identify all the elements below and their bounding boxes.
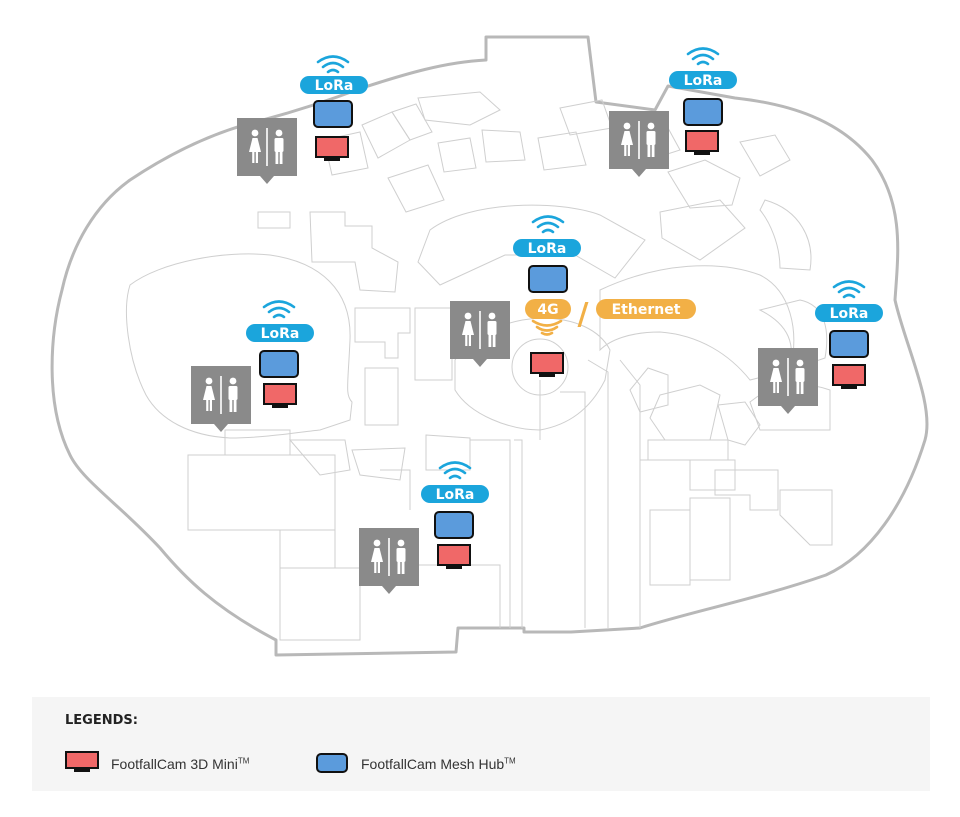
lora-label: LoRa bbox=[436, 487, 475, 503]
device-cluster-6: LoRa bbox=[358, 461, 489, 595]
wifi-icon bbox=[262, 300, 296, 319]
slash-separator: / bbox=[578, 297, 589, 332]
lora-label: LoRa bbox=[261, 326, 300, 342]
building-outline bbox=[50, 35, 929, 657]
lora-label: LoRa bbox=[528, 241, 567, 257]
wifi-icon bbox=[531, 215, 565, 234]
restroom-icon bbox=[757, 347, 819, 415]
mesh-hub-icon bbox=[316, 753, 348, 773]
restroom-icon bbox=[236, 117, 298, 185]
gateway-signal-icon bbox=[531, 319, 563, 336]
3d-mini-icon bbox=[263, 383, 297, 409]
mesh-hub-icon bbox=[434, 511, 474, 539]
3d-mini-icon bbox=[65, 751, 99, 772]
restroom-icon bbox=[358, 527, 420, 595]
3d-mini-icon bbox=[685, 130, 719, 156]
restroom-icon bbox=[608, 110, 670, 178]
device-cluster-1: LoRa bbox=[236, 55, 368, 185]
restroom-icon bbox=[449, 300, 511, 368]
4g-label: 4G bbox=[537, 302, 558, 318]
legend-item-3d-mini: FootfallCam 3D MiniTM bbox=[65, 751, 249, 777]
wifi-icon bbox=[316, 55, 350, 74]
restroom-icon bbox=[190, 365, 252, 433]
mesh-hub-icon bbox=[829, 330, 869, 358]
lora-label: LoRa bbox=[830, 306, 869, 322]
lora-label: LoRa bbox=[315, 78, 354, 94]
3d-mini-icon bbox=[530, 352, 564, 378]
wifi-icon bbox=[686, 47, 720, 66]
legend-label: FootfallCam 3D MiniTM bbox=[111, 756, 250, 772]
mesh-hub-icon bbox=[528, 265, 568, 293]
ethernet-label: Ethernet bbox=[612, 302, 681, 318]
3d-mini-icon bbox=[315, 136, 349, 162]
device-cluster-2: LoRa bbox=[608, 47, 737, 178]
mesh-hub-icon bbox=[259, 350, 299, 378]
legend-label: FootfallCam Mesh HubTM bbox=[361, 756, 516, 772]
legend-item-mesh-hub: FootfallCam Mesh HubTM bbox=[315, 751, 516, 777]
device-cluster-gateway: LoRa 4G / Ethernet bbox=[449, 215, 696, 378]
mesh-hub-icon bbox=[313, 100, 353, 128]
3d-mini-icon bbox=[832, 364, 866, 390]
legend: LEGENDS: FootfallCam 3D MiniTM FootfallC… bbox=[32, 697, 930, 791]
device-cluster-4: LoRa bbox=[190, 300, 314, 433]
lora-label: LoRa bbox=[684, 73, 723, 89]
device-cluster-5: LoRa bbox=[757, 280, 883, 415]
mesh-hub-icon bbox=[683, 98, 723, 126]
legend-title: LEGENDS: bbox=[65, 713, 138, 728]
3d-mini-icon bbox=[437, 544, 471, 570]
wifi-icon bbox=[832, 280, 866, 299]
mall-floor-plan bbox=[50, 35, 929, 657]
